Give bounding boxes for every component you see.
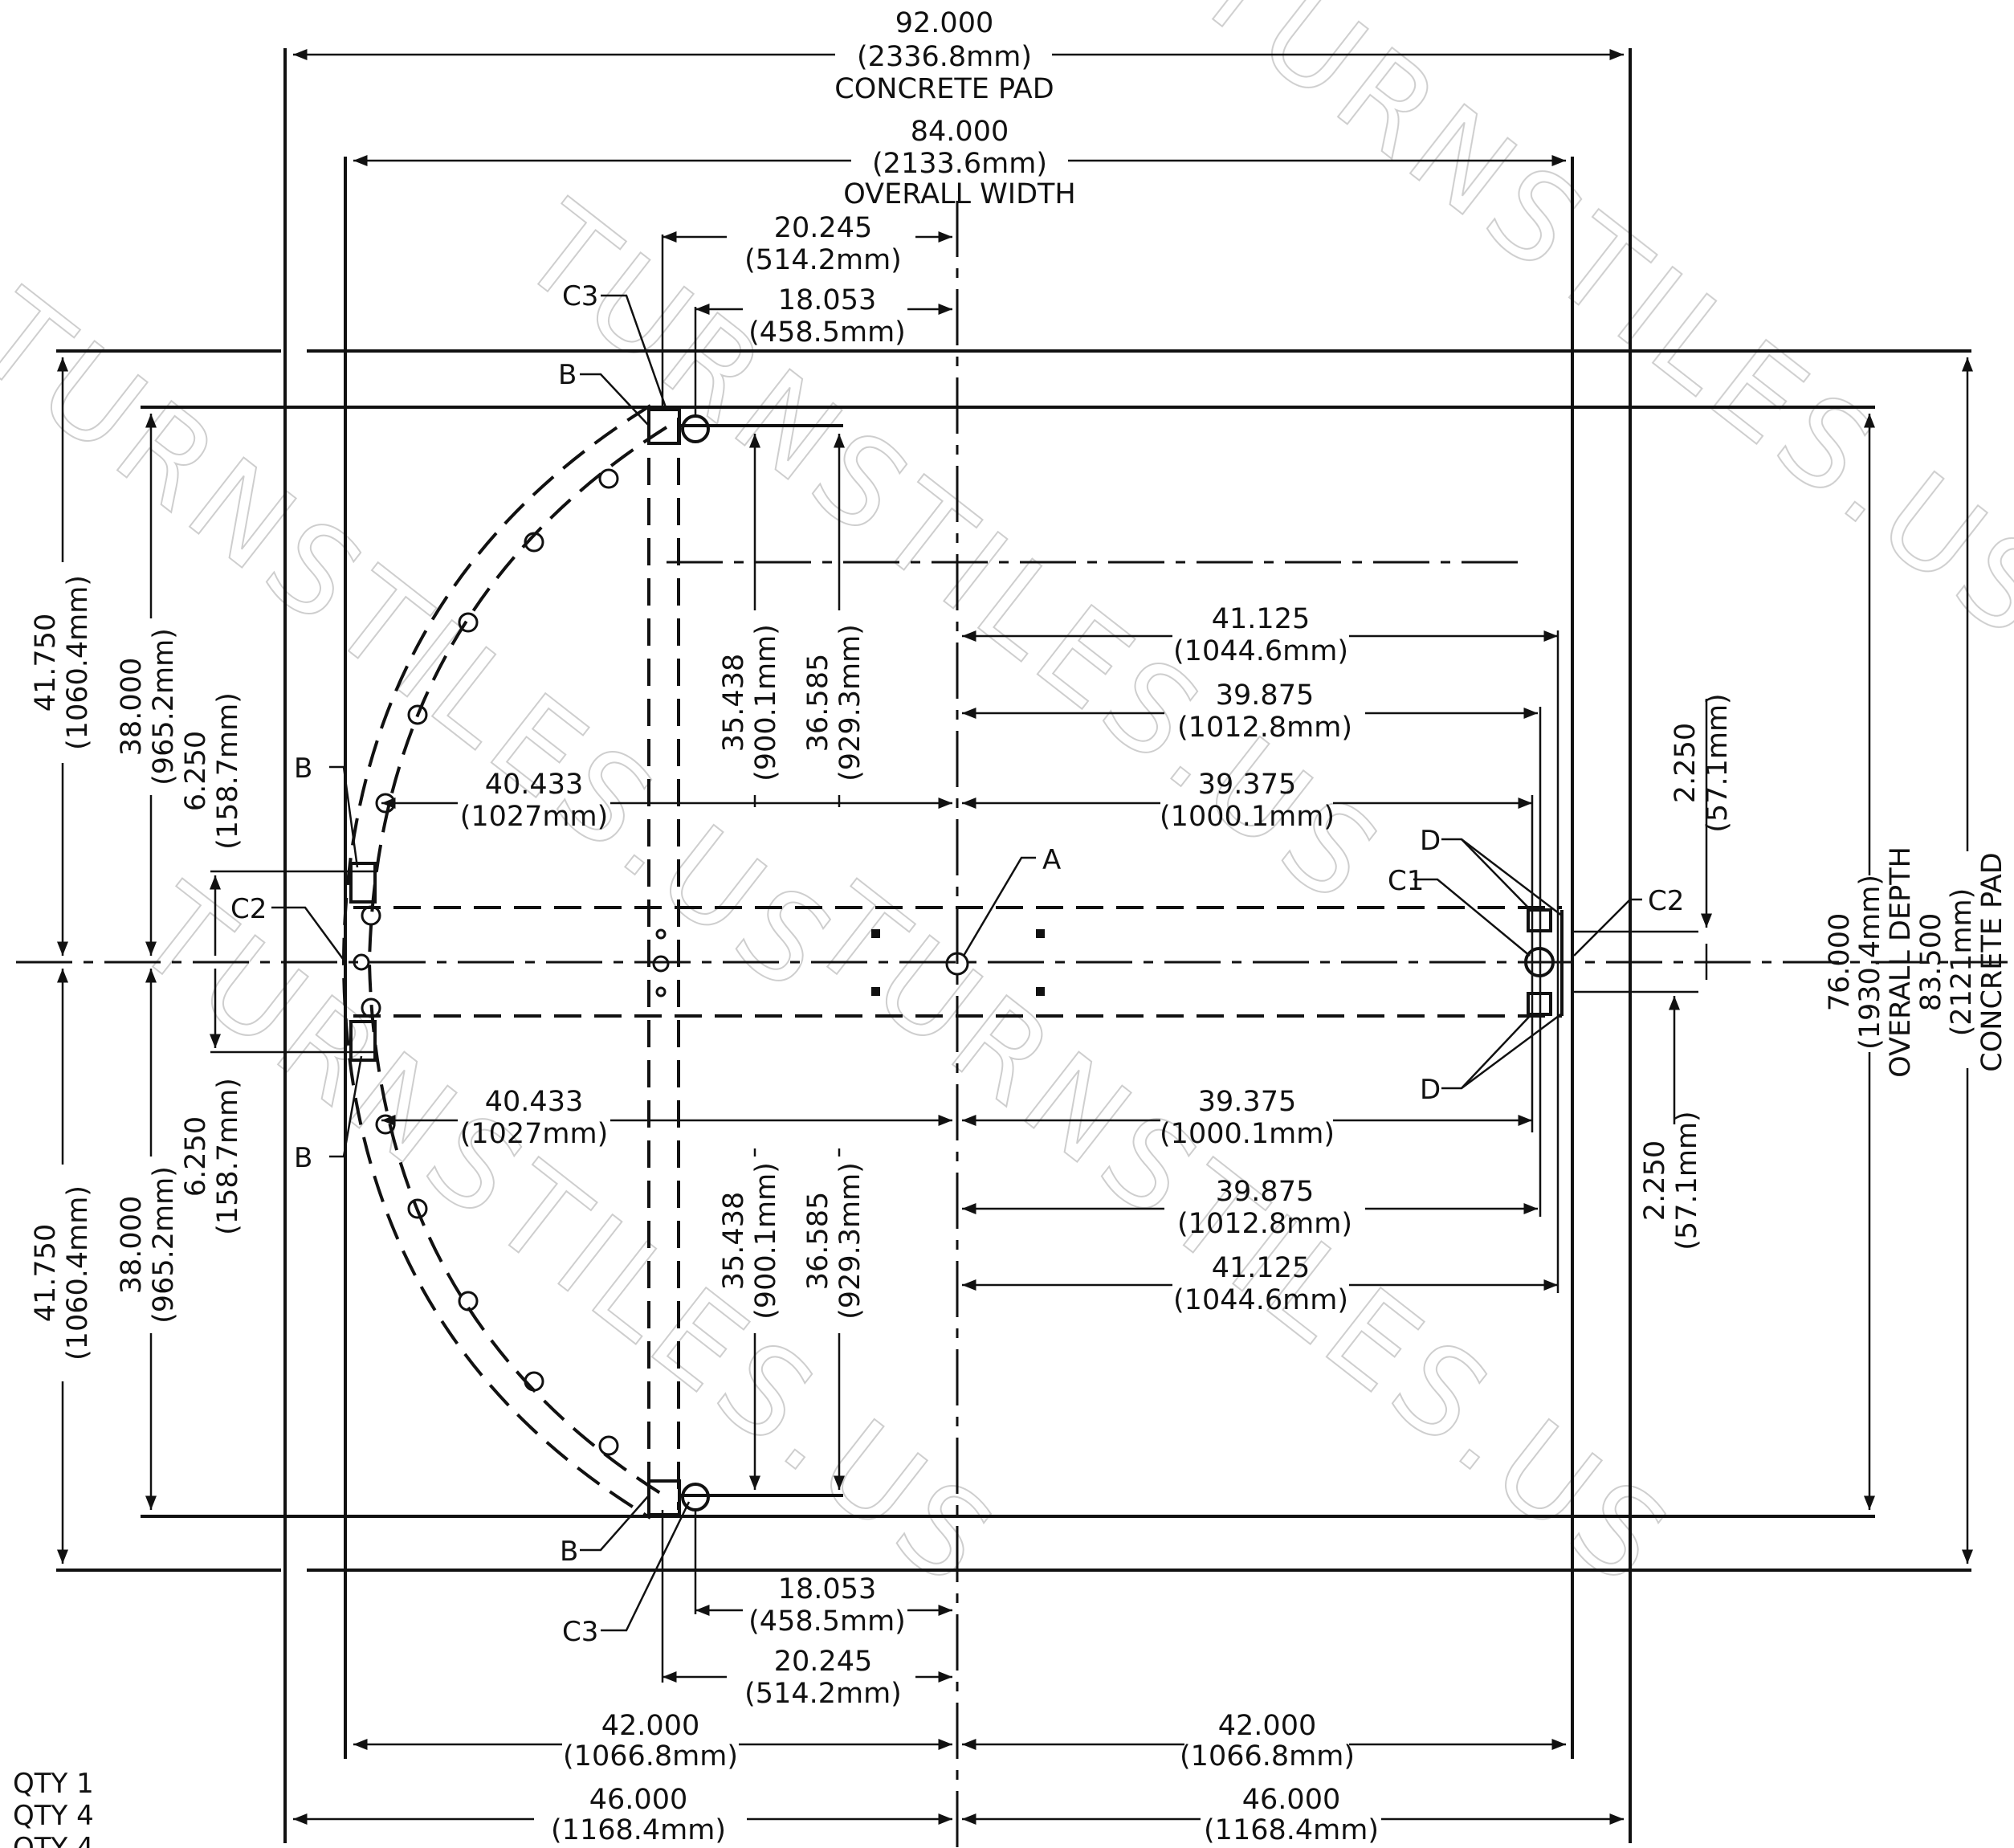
dim-r3-bottom: 39.375 <box>1198 1086 1296 1118</box>
dim-c2-bottom: 2.250 <box>1639 1140 1671 1221</box>
label-b-left-bottom: B <box>294 1142 312 1174</box>
dim-overall-depth: 76.000 <box>1824 913 1856 1011</box>
dim-half-pad-right: 46.000 <box>1242 1784 1340 1816</box>
dim-b-bottom: 18.053 <box>778 1573 876 1605</box>
dim-inner-bottom-mm: (900.1mm) <box>750 1162 782 1320</box>
dim-overall-width-mm: (2133.6mm) <box>872 148 1047 180</box>
dim-r3-top-mm: (1000.1mm) <box>1160 801 1335 833</box>
dim-b-top-left-mm: (158.7mm) <box>212 692 244 850</box>
outline-geometry <box>16 48 2008 1848</box>
dim-b-top-mm: (458.5mm) <box>748 316 906 349</box>
dim-left-top-mm: (1027mm) <box>460 801 609 833</box>
legend-item-1: QTY 1 <box>13 1768 94 1800</box>
dim-left-top: 40.433 <box>485 769 583 801</box>
dim-outer-top-mm: (929.3mm) <box>834 624 866 781</box>
dim-pad-half-top-mm: (1060.4mm) <box>62 575 94 750</box>
label-c3-bottom: C3 <box>562 1616 598 1648</box>
dim-r1-top-mm: (1044.6mm) <box>1173 635 1348 667</box>
dim-half-width-left-mm: (1066.8mm) <box>563 1740 738 1773</box>
dim-pad-half-bottom: 41.750 <box>30 1224 62 1322</box>
dim-frame-half-bottom-mm: (965.2mm) <box>148 1166 180 1324</box>
label-c1: C1 <box>1388 865 1424 897</box>
dim-c3-top: 20.245 <box>774 212 872 244</box>
label-d-top: D <box>1420 825 1441 857</box>
dim-r2-bottom: 39.875 <box>1216 1176 1314 1208</box>
dimension-text: 92.000 (2336.8mm) CONCRETE PAD 84.000 (2… <box>30 7 2008 1846</box>
dim-pad-width-note: CONCRETE PAD <box>834 73 1054 105</box>
dim-c2-top: 2.250 <box>1670 723 1702 803</box>
dim-pad-depth-note: CONCRETE PAD <box>1976 852 2008 1071</box>
legend-item-3: QTY 4 <box>13 1832 94 1848</box>
dim-half-pad-left: 46.000 <box>589 1784 687 1816</box>
dim-half-width-right: 42.000 <box>1218 1710 1316 1742</box>
dim-r2-top: 39.875 <box>1216 679 1314 712</box>
dim-pad-depth-mm: (2121mm) <box>1946 888 1978 1037</box>
leader-lines <box>271 294 1642 1632</box>
dim-frame-half-top: 38.000 <box>116 658 148 756</box>
dim-frame-half-top-mm: (965.2mm) <box>148 628 180 785</box>
label-c2-left: C2 <box>230 893 267 925</box>
dim-r2-bottom-mm: (1012.8mm) <box>1177 1208 1352 1240</box>
dim-r1-bottom-mm: (1044.6mm) <box>1173 1284 1348 1316</box>
dim-c3-bottom: 20.245 <box>774 1646 872 1678</box>
dim-outer-top: 36.585 <box>802 654 834 752</box>
dim-overall-depth-mm: (1930.4mm) <box>1854 875 1886 1050</box>
dim-pad-width-mm: (2336.8mm) <box>857 41 1032 73</box>
label-c2-right: C2 <box>1648 885 1684 917</box>
watermark-text-1: TURNSTILES.US <box>1170 0 2014 668</box>
dim-b-top: 18.053 <box>778 284 876 316</box>
label-b-left-top: B <box>294 753 312 785</box>
dim-pad-half-bottom-mm: (1060.4mm) <box>62 1185 94 1361</box>
dim-b-bottom-left: 6.250 <box>180 1116 212 1197</box>
label-b-top: B <box>558 359 577 391</box>
dim-pad-width: 92.000 <box>895 7 993 39</box>
label-b-bottom: B <box>560 1536 578 1568</box>
label-c3-top: C3 <box>562 280 598 312</box>
dim-c3-bottom-mm: (514.2mm) <box>744 1678 902 1710</box>
dim-inner-top-mm: (900.1mm) <box>750 624 782 781</box>
dim-r3-top: 39.375 <box>1198 769 1296 801</box>
callout-labels: C3 B B C2 B B C3 A D C1 C2 D <box>230 280 1684 1648</box>
dim-r1-top: 41.125 <box>1212 603 1310 635</box>
quantity-legend: QTY 1 QTY 4 QTY 4 <box>13 1768 94 1848</box>
dim-overall-width: 84.000 <box>911 116 1009 148</box>
dim-r2-top-mm: (1012.8mm) <box>1177 712 1352 744</box>
dim-c2-bottom-mm: (57.1mm) <box>1671 1111 1703 1250</box>
dim-half-pad-left-mm: (1168.4mm) <box>551 1814 726 1846</box>
dim-r1-bottom: 41.125 <box>1212 1252 1310 1284</box>
dim-half-width-right-mm: (1066.8mm) <box>1180 1740 1355 1773</box>
dim-inner-top: 35.438 <box>718 654 750 752</box>
legend-item-2: QTY 4 <box>13 1800 94 1832</box>
dim-half-width-left: 42.000 <box>601 1710 699 1742</box>
label-d-bottom: D <box>1420 1074 1441 1106</box>
dim-left-bottom-mm: (1027mm) <box>460 1118 609 1150</box>
dim-frame-half-bottom: 38.000 <box>116 1196 148 1294</box>
dim-half-pad-right-mm: (1168.4mm) <box>1204 1814 1379 1846</box>
label-a: A <box>1042 844 1061 876</box>
dim-overall-width-note: OVERALL WIDTH <box>843 178 1076 210</box>
dim-c3-top-mm: (514.2mm) <box>744 244 902 276</box>
dim-outer-bottom: 36.585 <box>802 1192 834 1290</box>
dim-inner-bottom: 35.438 <box>718 1192 750 1290</box>
dim-b-bottom-left-mm: (158.7mm) <box>212 1078 244 1235</box>
dim-overall-depth-note: OVERALL DEPTH <box>1885 846 1917 1078</box>
dim-r3-bottom-mm: (1000.1mm) <box>1160 1118 1335 1150</box>
dim-b-top-left: 6.250 <box>180 731 212 811</box>
dimension-lines <box>57 49 1973 1825</box>
dim-c2-top-mm: (57.1mm) <box>1702 693 1734 832</box>
dim-outer-bottom-mm: (929.3mm) <box>834 1162 866 1320</box>
dim-b-bottom-mm: (458.5mm) <box>748 1605 906 1638</box>
dim-pad-depth: 83.500 <box>1915 913 1947 1011</box>
dim-pad-half-top: 41.750 <box>30 614 62 712</box>
dim-left-bottom: 40.433 <box>485 1086 583 1118</box>
